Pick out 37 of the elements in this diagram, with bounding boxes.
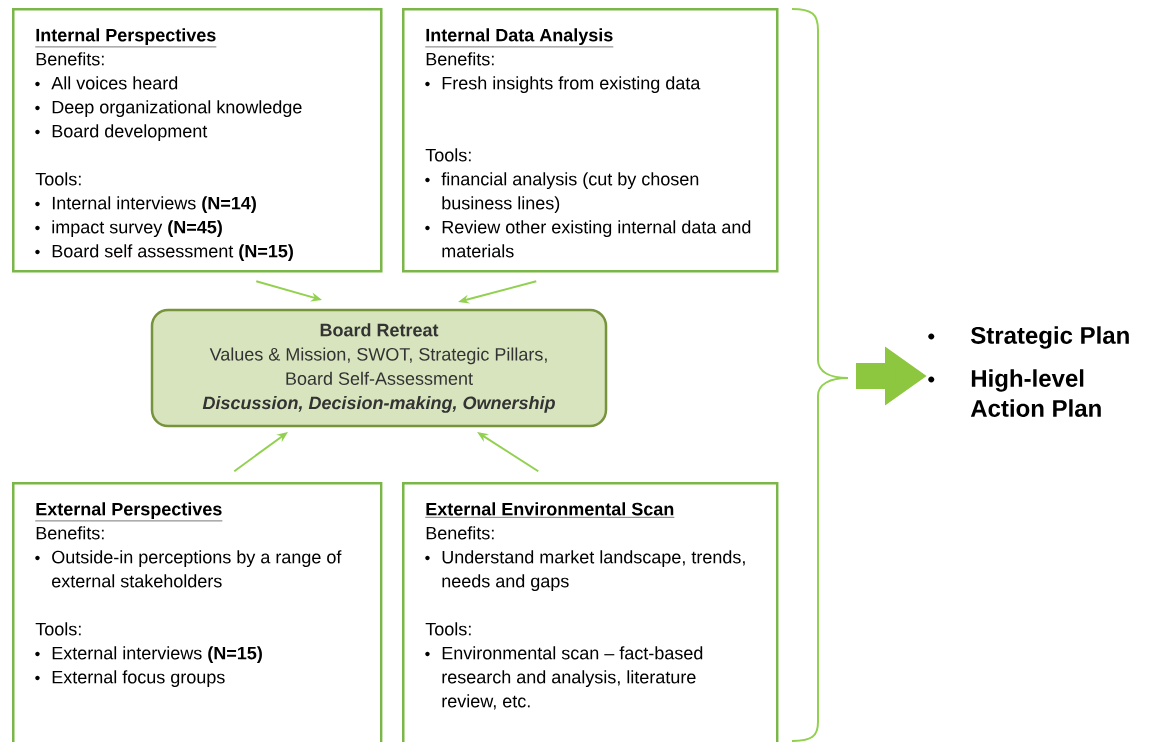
bullet-item: External focus groups	[35, 670, 225, 688]
subheading: Tools:	[425, 622, 471, 636]
outcome-item: High-level Action Plan	[928, 369, 1101, 417]
bullet-item: Internal interviews (N=14)	[35, 196, 256, 214]
heading: Internal Perspectives	[35, 28, 217, 48]
brace	[791, 8, 849, 742]
heading: External Environmental Scan	[425, 502, 675, 518]
text-box	[12, 482, 383, 742]
subheading: Benefits:	[36, 526, 104, 540]
heading: Internal Data Analysis	[425, 28, 614, 48]
outcome-item: Strategic Plan	[928, 326, 1129, 349]
retreat-text: Values & Mission, SWOT, Strategic Pillars, Board Self-Assessment	[209, 347, 547, 385]
subheading: Tools:	[425, 148, 471, 162]
bullet-item: Fresh insights from existing data	[425, 76, 701, 94]
retreat-text: Discussion, Decision-making, Ownership	[202, 396, 555, 413]
bullet-item: impact survey (N=45)	[35, 220, 222, 238]
text-box	[402, 8, 779, 273]
subheading: Benefits:	[426, 526, 494, 540]
subheading: Benefits:	[426, 52, 494, 66]
bullet-item: Understand market landscape, trends, needs and gaps	[425, 550, 745, 592]
rounded-box	[150, 308, 608, 428]
subheading: Benefits:	[36, 52, 104, 66]
bullet-item: External interviews (N=15)	[35, 646, 262, 664]
bullet-item: Environmental scan – fact-based research and analysis, literature review, etc.	[425, 646, 703, 710]
retreat-text: Board Retreat	[320, 323, 439, 337]
text-box	[12, 8, 383, 273]
subheading: Tools:	[35, 172, 81, 186]
bullet-item: All voices heard	[35, 76, 178, 90]
bullet-item: Board self assessment (N=15)	[35, 244, 293, 262]
subheading: Tools:	[35, 622, 81, 636]
heading: External Perspectives	[35, 502, 223, 522]
bullet-item: Board development	[35, 124, 208, 142]
bullet-item: Deep organizational knowledge	[35, 100, 302, 118]
bullet-item: Review other existing internal data and materials	[425, 220, 751, 258]
bullet-item: financial analysis (cut by chosen business lines)	[425, 172, 699, 213]
bullet-item: Outside-in perceptions by a range of external stakeholders	[35, 550, 342, 588]
text-box	[402, 482, 779, 742]
